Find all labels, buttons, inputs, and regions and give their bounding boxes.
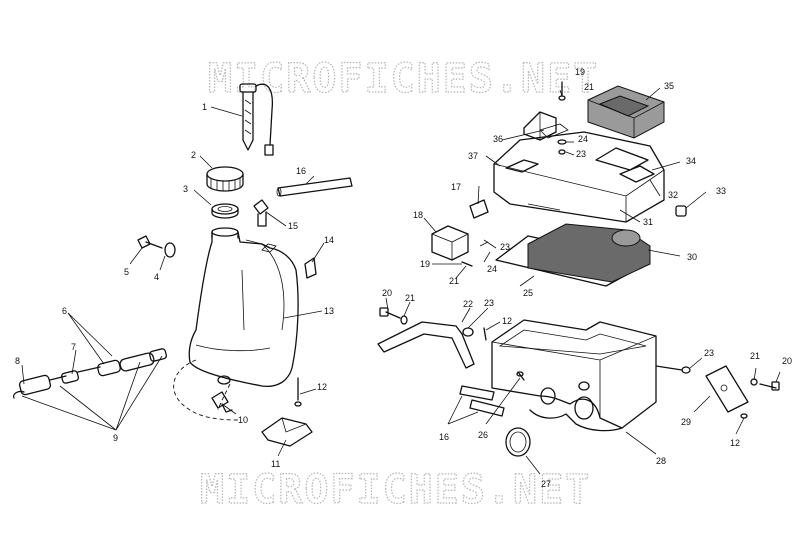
callout-11: 11: [271, 459, 280, 469]
watermark-top: MICROFICHES.NET: [208, 56, 599, 102]
leader-lines: [21, 87, 781, 475]
tank-clip-part: [304, 257, 317, 279]
tank-bracket-part: [261, 417, 313, 447]
solenoid-part: [431, 225, 473, 267]
gasket-part: [211, 203, 239, 219]
callout-36: 36: [493, 134, 503, 144]
callout-23-right: 23: [704, 348, 714, 358]
callout-16-left: 16: [296, 166, 306, 176]
bolt-washer-part: [137, 235, 176, 258]
callout-14: 14: [324, 235, 334, 245]
fuel-line-part: [12, 348, 167, 399]
callout-21-mid: 21: [449, 276, 459, 286]
callout-19-lower: 19: [420, 259, 430, 269]
callout-17: 17: [451, 182, 461, 192]
callout-19-top: 19: [575, 67, 585, 77]
callouts: 1 2 3 4 5 6 7 8 9 10 11 12 13 14 15 16 1…: [15, 67, 792, 489]
airbox-body-part: [491, 319, 657, 432]
upper-bracket-part: [523, 81, 567, 155]
callout-24-top: 24: [578, 134, 588, 144]
callout-12-bracket: 12: [502, 316, 512, 326]
fuel-sender-part: [239, 83, 274, 156]
bolt-left-part: [379, 307, 408, 325]
callout-18: 18: [413, 210, 423, 220]
callout-16-right: 16: [439, 432, 449, 442]
callout-35: 35: [664, 81, 674, 91]
callout-7: 7: [71, 342, 76, 352]
intake-hose-part: [459, 385, 505, 417]
callout-9: 9: [113, 433, 118, 443]
callout-28: 28: [656, 456, 666, 466]
fuel-valve-part: [211, 375, 233, 413]
fuel-tank-part: [188, 227, 299, 388]
vent-hose-part: [276, 177, 353, 197]
callout-23-top: 23: [576, 149, 586, 159]
callout-34: 34: [686, 156, 696, 166]
callout-3: 3: [183, 184, 188, 194]
callout-4: 4: [154, 272, 159, 282]
callout-21-right: 21: [750, 351, 760, 361]
callout-25: 25: [523, 288, 533, 298]
callout-29: 29: [681, 417, 691, 427]
callout-33: 33: [716, 186, 726, 196]
grommet-part: [675, 205, 687, 217]
callout-26: 26: [478, 430, 488, 440]
watermark-bottom: MICROFICHES.NET: [200, 467, 591, 513]
callout-13: 13: [324, 306, 334, 316]
mount-bracket-part: [377, 321, 475, 369]
callout-31: 31: [643, 217, 653, 227]
callout-23-mid: 23: [500, 242, 510, 252]
callout-15: 15: [288, 221, 298, 231]
callout-21-top: 21: [584, 82, 594, 92]
callout-22: 22: [463, 299, 473, 309]
callout-30: 30: [687, 252, 697, 262]
callout-12-right: 12: [730, 438, 740, 448]
callout-37: 37: [468, 151, 478, 161]
filter-foam-top-part: [587, 85, 665, 139]
callout-20-right: 20: [782, 356, 792, 366]
callout-12-left: 12: [317, 382, 327, 392]
filter-foam-part: [527, 223, 651, 283]
callout-23-bracket: 23: [484, 298, 494, 308]
callout-2: 2: [191, 150, 196, 160]
callout-6: 6: [62, 306, 67, 316]
callout-1: 1: [202, 102, 207, 112]
callout-10: 10: [238, 415, 248, 425]
callout-21-left: 21: [405, 293, 415, 303]
lid-cover-part: [619, 165, 655, 183]
side-plate-part: [705, 365, 749, 413]
elbow-fitting-part: [253, 199, 269, 227]
callout-24-mid: 24: [487, 264, 497, 274]
screw-left-part: [294, 377, 302, 407]
callout-20-left: 20: [382, 288, 392, 298]
fuel-cap-part: [206, 166, 244, 192]
seal-ring-part: [505, 427, 531, 457]
callout-32: 32: [668, 190, 678, 200]
side-hardware-part: [655, 365, 780, 419]
airbox-lid-part: [493, 123, 665, 223]
callout-27: 27: [541, 479, 551, 489]
callout-5: 5: [124, 267, 129, 277]
connector-part: [469, 199, 489, 219]
callout-8: 8: [15, 356, 20, 366]
nut-part: [462, 327, 487, 341]
hose-fitting-part: [516, 371, 525, 381]
